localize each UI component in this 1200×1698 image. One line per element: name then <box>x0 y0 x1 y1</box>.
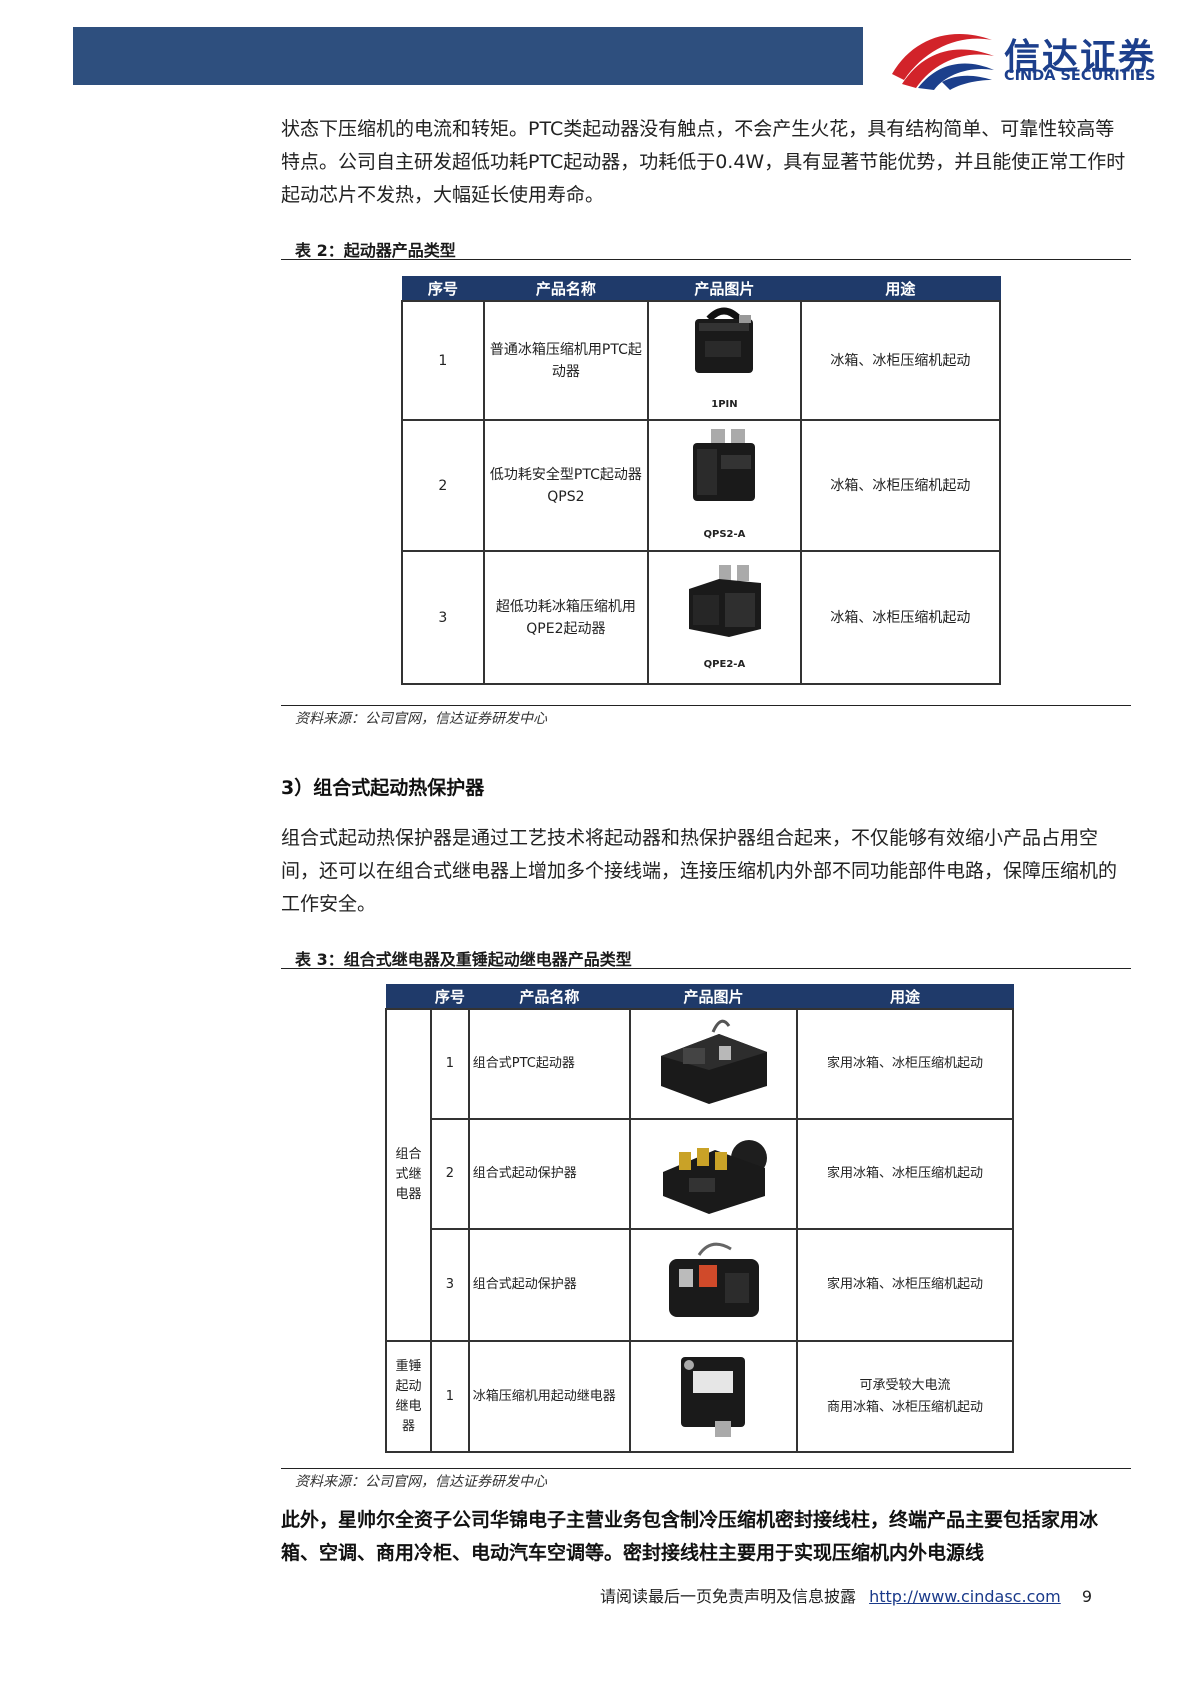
image-caption: 1PIN <box>711 399 738 410</box>
footer-disclaimer: 请阅读最后一页免责声明及信息披露 <box>600 1587 857 1606</box>
product-use-line1: 可承受较大电流 <box>859 1377 951 1393</box>
table3-header-group <box>385 984 432 1010</box>
product-use-line2: 商用冰箱、冰柜压缩机起动 <box>826 1399 983 1415</box>
row-number: 2 <box>401 419 485 552</box>
table-row: 1 普通冰箱压缩机用PTC起动器 1PIN 冰箱、冰柜压缩机起动 <box>401 300 1002 421</box>
page-footer: 请阅读最后一页免责声明及信息披露 http://www.cindasc.com … <box>600 1583 1092 1607</box>
table2-bottom-rule <box>281 705 1131 706</box>
table2-header-no: 序号 <box>401 276 485 302</box>
product-name: 冰箱压缩机用起动继电器 <box>467 1340 632 1453</box>
table-row: 3 组合式起动保护器 家用冰箱、冰柜压缩机起动 <box>386 1228 1015 1342</box>
product-image <box>629 1228 798 1342</box>
intro-paragraph: 状态下压缩机的电流和转矩。PTC类起动器没有触点，不会产生火花，具有结构简单、可… <box>281 118 1126 206</box>
row-number: 1 <box>429 1008 470 1120</box>
product-image: QPE2-A <box>647 550 802 685</box>
image-caption: QPE2-A <box>703 659 746 670</box>
cinda-swoosh-icon <box>892 33 994 90</box>
ptc-starter-image <box>695 307 754 373</box>
table3-source: 资料来源：公司官网，信达证券研发中心 <box>295 1474 547 1490</box>
table3-header-image: 产品图片 <box>629 984 798 1010</box>
product-use: 家用冰箱、冰柜压缩机起动 <box>795 1118 1015 1230</box>
combined-starter-protector-image <box>668 1242 759 1317</box>
table-row: 2 低功耗安全型PTC起动器QPS2 QPS2-A 冰箱、冰柜压缩机起动 <box>401 419 1002 552</box>
cinda-logo: 信达证券 CINDA SECURITIES <box>888 22 1188 92</box>
table2-header-image: 产品图片 <box>647 276 802 302</box>
closing-paragraph: 此外，星帅尔全资子公司华锦电子主营业务包含制冷压缩机密封接线柱，终端产品主要包括… <box>281 1509 1099 1564</box>
row-number: 3 <box>401 550 485 685</box>
table3-caption: 表 3：组合式继电器及重锤起动继电器产品类型 <box>295 950 632 969</box>
table2-caption: 表 2：起动器产品类型 <box>295 241 456 260</box>
row-number: 1 <box>429 1340 470 1453</box>
group-label-weight-relay: 重锤起动继电器 <box>385 1340 432 1453</box>
product-name: 低功耗安全型PTC起动器QPS2 <box>482 419 650 552</box>
table3-header-use: 用途 <box>796 984 1014 1010</box>
row-number: 2 <box>429 1118 470 1230</box>
table3-header-name: 产品名称 <box>468 984 631 1010</box>
table3-rule <box>281 968 1131 969</box>
table2-rule <box>281 259 1131 260</box>
product-use: 冰箱、冰柜压缩机起动 <box>799 419 1002 552</box>
weight-start-relay-image <box>680 1356 745 1437</box>
table2-header-name: 产品名称 <box>483 276 649 302</box>
product-name: 组合式起动保护器 <box>467 1228 632 1342</box>
row-number: 3 <box>429 1228 470 1342</box>
page-number: 9 <box>1081 1587 1093 1606</box>
table-row: 重锤起动继电器 1 冰箱压缩机用起动继电器 可承受较大电流 商用冰箱、冰柜压缩机… <box>385 1340 1015 1453</box>
product-use: 家用冰箱、冰柜压缩机起动 <box>795 1228 1015 1342</box>
section-paragraph: 组合式起动热保护器是通过工艺技术将起动器和热保护器组合起来，不仅能够有效缩小产品… <box>281 827 1118 915</box>
table-row: 组合式继电器 1 组合式PTC起动器 家用冰箱、冰柜压缩机起动 <box>385 1008 1015 1342</box>
group-label-combined-relay: 组合式继电器 <box>385 1008 432 1342</box>
product-name: 普通冰箱压缩机用PTC起动器 <box>482 300 650 421</box>
product-name: 组合式PTC起动器 <box>467 1008 632 1120</box>
section-heading: 3）组合式起动热保护器 <box>281 777 485 799</box>
combined-starter-protector-image <box>662 1140 767 1214</box>
product-image <box>629 1008 798 1120</box>
table3: 序号 产品名称 产品图片 用途 组合式继电器 1 组合式PTC起动器 家用冰箱、… <box>385 984 1015 1453</box>
logo-chinese-text: 信达证券 <box>1004 37 1157 78</box>
product-image <box>629 1118 798 1230</box>
image-caption: QPS2-A <box>703 529 746 540</box>
product-image <box>629 1340 798 1453</box>
qps2-starter-image <box>693 429 756 501</box>
product-name: 超低功耗冰箱压缩机用QPE2起动器 <box>482 550 650 685</box>
product-use: 可承受较大电流 商用冰箱、冰柜压缩机起动 <box>795 1340 1015 1453</box>
header-bar <box>73 27 863 85</box>
qpe2-starter-image <box>689 565 762 637</box>
table3-header-no: 序号 <box>430 984 470 1010</box>
product-image: 1PIN <box>647 300 802 421</box>
product-image: QPS2-A <box>647 419 802 552</box>
product-name: 组合式起动保护器 <box>467 1118 632 1230</box>
footer-website-link[interactable]: http://www.cindasc.com <box>869 1587 1061 1606</box>
table2-source: 资料来源：公司官网，信达证券研发中心 <box>295 711 547 727</box>
table2-header-use: 用途 <box>800 276 1001 302</box>
product-use: 冰箱、冰柜压缩机起动 <box>799 300 1002 421</box>
table-row: 2 组合式起动保护器 家用冰箱、冰柜压缩机起动 <box>386 1118 1015 1230</box>
table2: 序号 产品名称 产品图片 用途 1 普通冰箱压缩机用PTC起动器 1PIN 冰箱… <box>401 276 1002 685</box>
table-row: 3 超低功耗冰箱压缩机用QPE2起动器 QPE2-A 冰箱、冰柜压缩机起动 <box>401 550 1002 685</box>
logo-english-text: CINDA SECURITIES <box>1004 68 1156 84</box>
product-use: 冰箱、冰柜压缩机起动 <box>799 550 1002 685</box>
table3-bottom-rule <box>281 1468 1131 1469</box>
product-use: 家用冰箱、冰柜压缩机起动 <box>795 1008 1015 1120</box>
row-number: 1 <box>401 300 485 421</box>
combined-ptc-starter-image <box>660 1019 767 1104</box>
